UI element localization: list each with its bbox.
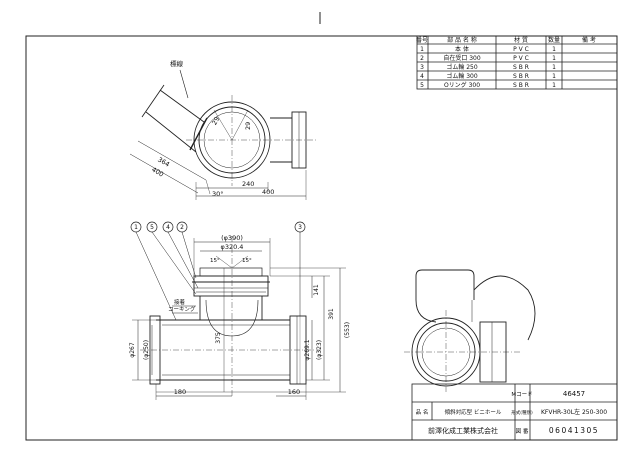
dim-269: φ269.1 — [304, 339, 311, 360]
code-value: 46457 — [563, 390, 585, 398]
table-cell: P V C — [513, 46, 529, 53]
dim-160: 160 — [288, 388, 300, 396]
table-cell: 1 — [552, 64, 556, 71]
dim-29-left: 29 — [210, 115, 221, 126]
table-cell: ゴム輪 250 — [446, 63, 478, 71]
balloon-4: 4 — [166, 224, 170, 231]
table-header-name: 部 品 名 称 — [447, 36, 477, 44]
dim-141: 141 — [313, 284, 320, 296]
dim-323: (φ323) — [316, 340, 323, 360]
table-cell: 5 — [420, 82, 424, 89]
sheet-border — [25, 35, 618, 441]
drawing-no: 06041305 — [549, 426, 599, 435]
table-cell: 4 — [420, 73, 424, 80]
table-header-material: 材 質 — [514, 36, 528, 44]
table-header-qty: 数量 — [548, 36, 560, 44]
title-block — [411, 383, 618, 441]
code-label: Mコード — [511, 391, 532, 398]
table-cell: 1 — [552, 82, 556, 89]
dim-391: 391 — [328, 308, 335, 320]
dim-375: 375 — [215, 332, 222, 344]
dim-553: (553) — [344, 322, 351, 338]
table-cell: P V C — [513, 55, 529, 62]
drawing-no-label: 図 番 — [516, 428, 529, 435]
side-view — [404, 269, 536, 392]
balloon-5: 5 — [150, 224, 154, 231]
parts-table — [416, 35, 618, 90]
angle-right: 15° — [242, 258, 252, 264]
balloon-2: 2 — [180, 224, 184, 231]
dim-400-diagonal: 400 — [150, 166, 165, 179]
model-value: KFVHR-30L左 250-300 — [541, 408, 607, 416]
dim-250: (φ250) — [143, 340, 150, 360]
label-caulking: コーキング — [168, 305, 196, 313]
balloon-1: 1 — [134, 224, 138, 231]
table-header-notes: 備 考 — [582, 36, 596, 44]
label-contact: 接着 — [174, 298, 186, 306]
dim-267: φ267 — [129, 342, 136, 358]
top-view — [129, 69, 316, 200]
model-label: 形式(種別) — [511, 409, 533, 416]
table-cell: 3 — [420, 64, 424, 71]
marker-line-label: 標線 — [170, 59, 184, 68]
table-cell: 1 — [552, 73, 556, 80]
table-cell: S B R — [513, 82, 529, 89]
table-cell: 1 — [552, 55, 556, 62]
balloon-3: 3 — [298, 224, 302, 231]
table-cell: 自在受口 300 — [443, 54, 481, 62]
dim-320: φ320.4 — [221, 243, 244, 251]
name-value: 傾斜対応型 ビニホール — [445, 408, 502, 416]
table-cell: S B R — [513, 64, 529, 71]
name-label: 品 名 — [416, 408, 429, 416]
dim-400: 400 — [262, 188, 274, 196]
dim-364: 364 — [156, 156, 171, 169]
angle-left: 15° — [210, 258, 220, 264]
angle-30: 30° — [212, 190, 224, 198]
table-cell: Oリング 300 — [444, 81, 480, 89]
table-cell: S B R — [513, 73, 529, 80]
dim-390: (φ390) — [221, 234, 243, 242]
company-name: 前澤化成工業株式会社 — [428, 426, 498, 435]
dim-29-right: 29 — [244, 122, 252, 130]
table-cell: 1 — [420, 46, 424, 53]
dim-240: 240 — [242, 180, 254, 188]
front-view — [130, 221, 346, 400]
table-cell: ゴム輪 300 — [446, 72, 478, 80]
table-cell: 1 — [552, 46, 556, 53]
table-header-no: 番号 — [416, 37, 428, 44]
table-cell: 2 — [420, 55, 424, 62]
dim-180: 180 — [174, 388, 186, 396]
table-cell: 本 体 — [455, 45, 469, 53]
